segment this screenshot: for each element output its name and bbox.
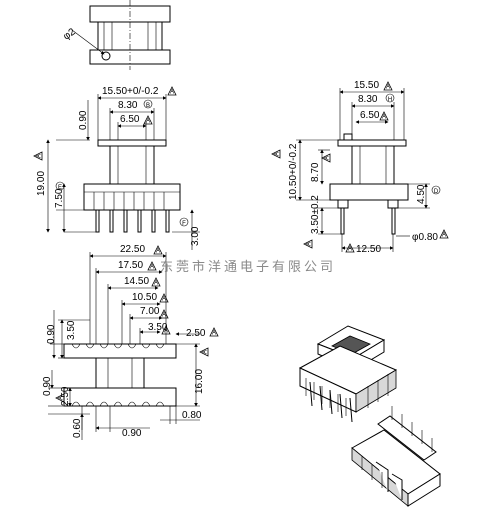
dim-front-0-90: 0.90 — [78, 110, 89, 130]
svg-text:E: E — [58, 185, 62, 191]
side-view: 15.50 8.30 H 6.50 10.50+0/-0.2 8.70 — [271, 80, 449, 255]
dim-bottom-0-60: 0.60 — [72, 418, 83, 438]
svg-text:B: B — [146, 103, 150, 109]
top-rail-notches — [71, 343, 165, 349]
svg-text:H: H — [388, 97, 392, 103]
dim-bottom-16-00: 16.00 — [194, 369, 205, 394]
svg-text:D: D — [434, 189, 439, 195]
dim-bottom-2-50-right: 2.50 — [186, 328, 206, 339]
pin1-mark-icon — [101, 51, 111, 61]
dim-bottom-3-50-top: 3.50 — [148, 322, 168, 333]
dim-front-7-50: 7.50 — [54, 188, 65, 208]
front-view: 15.50+0/-0.2 8.30 B 6.50 — [33, 86, 201, 250]
dim-bottom-10-50: 10.50 — [132, 292, 157, 303]
dim-side-4-50: 4.50 — [416, 184, 427, 204]
dim-front-3-00: 3.00 — [190, 226, 201, 246]
dim-side-3-50: 3.50±0.2 — [310, 195, 321, 234]
dim-bottom-0-90-c: 0.90 — [122, 428, 142, 439]
dim-front-19-00: 19.00 — [36, 171, 47, 196]
company-watermark: 东莞市洋通电子有限公司 — [160, 259, 336, 274]
bottom-rail-notches — [71, 401, 165, 407]
svg-text:F: F — [182, 221, 186, 227]
dim-bottom-0-90-a: 0.90 — [46, 324, 57, 344]
isometric-view-lower — [351, 406, 441, 507]
front-pins — [95, 209, 170, 233]
dim-front-6-50: 6.50 — [120, 114, 140, 125]
isometric-view-upper — [298, 325, 398, 423]
dim-bottom-0-80: 0.80 — [182, 410, 202, 421]
dim-side-width: 15.50 — [354, 80, 379, 91]
front-base-ribs — [93, 192, 165, 210]
dim-bottom-17-50: 17.50 — [118, 260, 143, 271]
dim-side-6-50: 6.50 — [360, 110, 380, 121]
dim-bottom-22-50: 22.50 — [120, 244, 145, 255]
dim-side-8-30: 8.30 — [358, 94, 378, 105]
dim-bottom-3-50-left: 3.50 — [66, 320, 77, 340]
bottom-view: 22.50 17.50 14.50 10.50 7.00 3.50 — [42, 244, 219, 440]
dim-bottom-0-90-b: 0.90 — [42, 376, 53, 396]
dim-front-width: 15.50+0/-0.2 — [102, 86, 159, 97]
dim-front-8-30: 8.30 — [118, 100, 138, 111]
dim-bottom-2-50-left: 2.50 — [60, 386, 71, 406]
dim-side-8-70: 8.70 — [310, 162, 321, 182]
dim-bottom-14-50: 14.50 — [124, 276, 149, 287]
top-view: φ2 — [61, 0, 171, 70]
dim-side-10-50: 10.50+0/-0.2 — [288, 143, 299, 200]
dim-side-12-50: 12.50 — [356, 244, 381, 255]
dim-side-pin: φ0.80 — [412, 232, 438, 243]
dim-bottom-7-00: 7.00 — [140, 306, 160, 317]
dim-diameter: φ2 — [61, 26, 78, 42]
